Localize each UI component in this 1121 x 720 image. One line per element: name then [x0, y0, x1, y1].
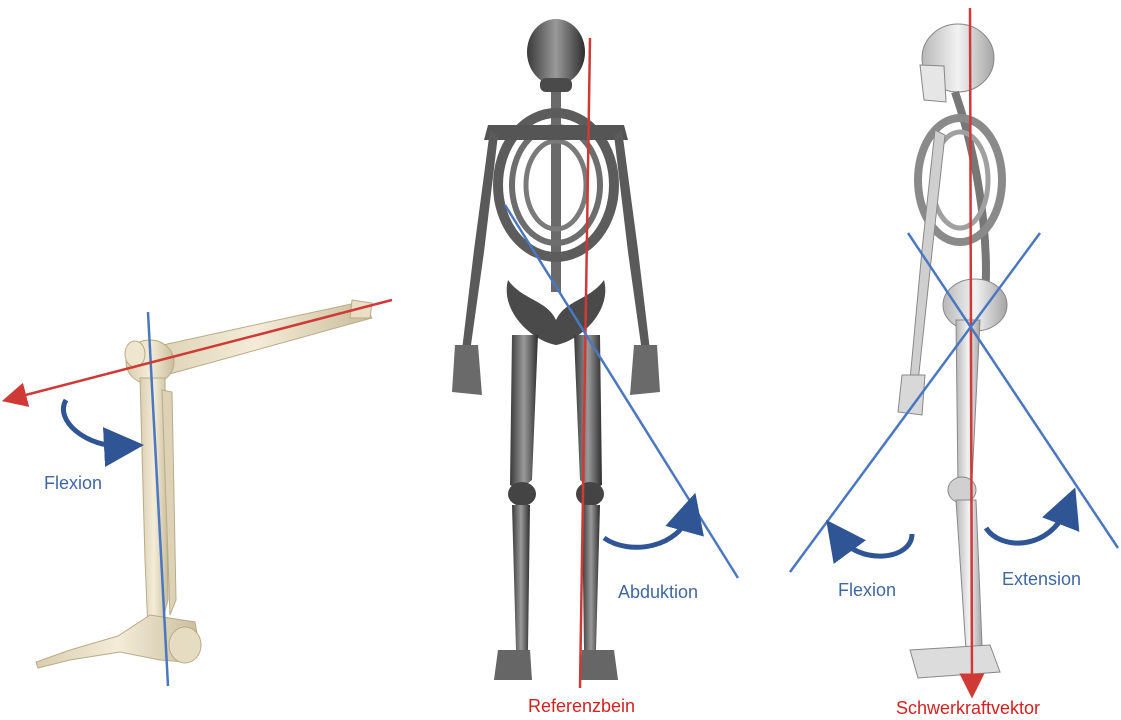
extension-arrow — [986, 506, 1068, 543]
femur-bone — [140, 300, 372, 378]
abduktion-label: Abduktion — [618, 582, 698, 603]
abduction-axis-line — [505, 205, 738, 578]
extension-axis-line — [908, 233, 1118, 548]
side-leg — [910, 320, 1000, 678]
schwerkraftvektor-label: Schwerkraftvektor — [896, 698, 1040, 719]
abduktion-arrow — [604, 512, 690, 547]
knee-flexion-label: Flexion — [44, 473, 102, 494]
flexion-arrow — [63, 400, 124, 446]
flexion-axis-line — [790, 233, 1040, 572]
side-flexion-arrow — [838, 534, 912, 556]
spine-ribcage — [484, 92, 628, 292]
side-flexion-label: Flexion — [838, 580, 896, 601]
skull — [527, 19, 585, 92]
referenzbein-label: Referenzbein — [528, 696, 635, 717]
foot-bones — [36, 615, 201, 668]
legs — [494, 335, 618, 680]
femur-axis-line — [14, 300, 392, 398]
side-skull — [920, 24, 994, 102]
extension-label: Extension — [1002, 569, 1081, 590]
